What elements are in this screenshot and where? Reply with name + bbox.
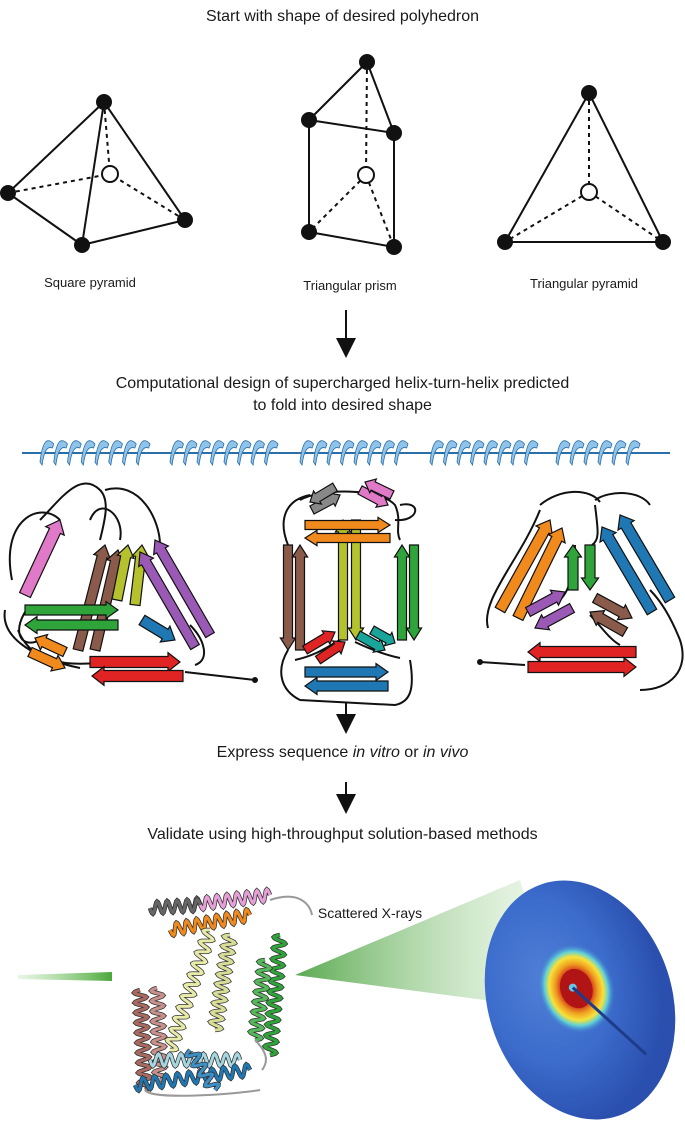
helix-coil (148, 985, 169, 1083)
helix-coil (246, 957, 274, 1043)
helix-segment (555, 440, 641, 467)
strand-arrow (34, 633, 68, 658)
saxs-illustration (18, 880, 676, 1120)
strand-arrow (563, 543, 583, 591)
protein-model (130, 886, 313, 1097)
strand-arrow (304, 516, 392, 534)
strand-arrow (153, 539, 216, 639)
strand-arrow (512, 527, 566, 622)
strand-arrow (89, 651, 181, 673)
strand-arrow (111, 543, 136, 602)
strand-arrow (524, 589, 566, 618)
helix-coil (130, 987, 155, 1093)
step-validate: Validate using high-throughput solution-… (147, 826, 538, 843)
strand-arrow (599, 526, 658, 616)
detector (484, 880, 676, 1120)
strand-arrow (589, 609, 629, 638)
strand-arrow (405, 544, 423, 642)
helix-sequence (22, 440, 670, 467)
express-in-vitro: in vitro (352, 744, 400, 761)
strand-arrow (304, 662, 390, 682)
strand-arrow (24, 600, 120, 620)
strand-arrow (354, 630, 386, 654)
incident-beam (18, 972, 112, 981)
helix-segment (429, 440, 539, 467)
strand-arrow (291, 543, 309, 651)
step-design-line1: Computational design of supercharged hel… (115, 375, 570, 392)
strand-arrow (368, 625, 396, 647)
triangular-prism-diagram (301, 54, 402, 255)
label-square-pyramid: Square pyramid (44, 275, 136, 290)
topology-square-pyramid (3, 482, 258, 687)
strand-arrow (303, 529, 391, 547)
strand-arrow (303, 676, 389, 696)
step-shape-title: Start with shape of desired polyhedron (205, 8, 480, 25)
saxs-label: Scattered X-rays (317, 905, 423, 921)
strand-arrow (314, 640, 346, 665)
strand-arrow (591, 592, 633, 621)
strand-arrow (364, 478, 395, 500)
strand-arrow (534, 602, 576, 631)
strand-arrow (279, 544, 297, 652)
loop-line (3, 482, 256, 681)
strand-arrow (23, 615, 119, 635)
strand-arrow (580, 544, 600, 592)
helix-coil (207, 932, 238, 1033)
strand-arrow (617, 514, 676, 604)
step-design-line2: to fold into desired shape (253, 397, 432, 414)
strand-arrow (527, 656, 637, 678)
express-or: or (399, 744, 423, 761)
strand-arrow (301, 630, 336, 655)
helix-segments (39, 440, 641, 467)
strand-arrow (357, 485, 389, 509)
helix-coil (184, 1048, 221, 1092)
helix-segment (39, 440, 151, 467)
strand-arrow (27, 646, 66, 672)
step-express: Express sequence in vitro or in vivo (0, 744, 685, 762)
strand-arrow (138, 551, 201, 651)
label-triangular-prism: Triangular prism (303, 278, 397, 293)
strand-arrow (91, 665, 184, 687)
helix-coil (147, 896, 203, 917)
strand-arrow (393, 543, 411, 641)
helix-coil (261, 932, 289, 1058)
label-triangular-pyramid: Triangular pyramid (530, 276, 638, 291)
express-in-vivo: in vivo (422, 744, 469, 761)
topology-triangular-prism (279, 478, 423, 707)
helix-segment (299, 440, 409, 467)
helix-coil (132, 1061, 253, 1094)
helix-coil (167, 906, 253, 939)
strand-arrow (309, 482, 339, 505)
triangular-pyramid-diagram (497, 85, 671, 250)
strand-arrow (18, 519, 66, 599)
square-pyramid-diagram (0, 94, 193, 253)
strand-arrow (527, 641, 637, 663)
loop-line (280, 490, 417, 707)
express-prefix: Express sequence (216, 744, 353, 761)
helix-coil (187, 886, 273, 914)
strand-arrow (138, 614, 176, 643)
helix-coil (164, 927, 216, 1053)
helix-segment (169, 440, 279, 467)
strand-arrow (309, 491, 341, 515)
topology-triangular-pyramid (477, 490, 684, 691)
